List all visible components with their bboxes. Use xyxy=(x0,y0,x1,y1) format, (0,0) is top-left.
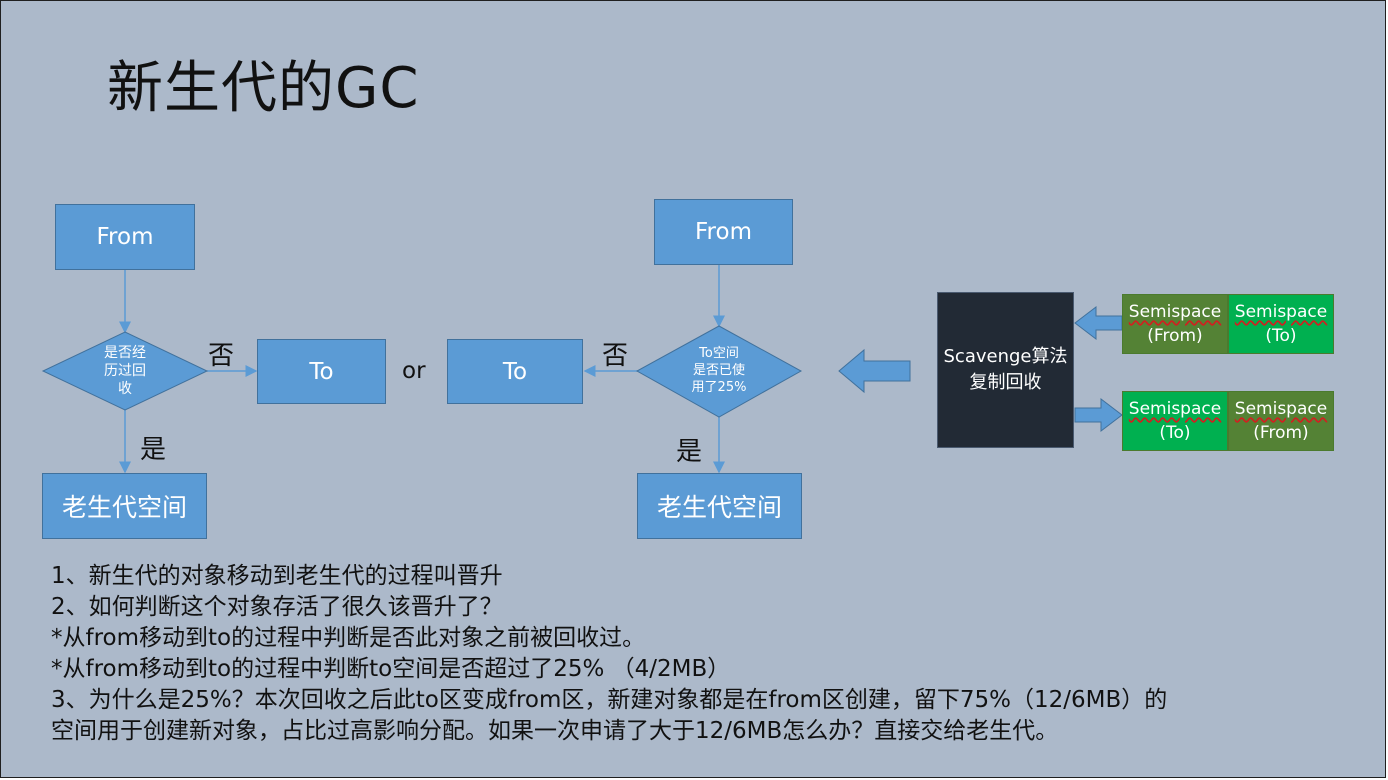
semispace-name: Semispace xyxy=(1234,399,1328,419)
block-arrow-left xyxy=(838,348,911,394)
slide-title: 新生代的GC xyxy=(107,56,420,121)
notes-block: 1、新生代的对象移动到老生代的过程叫晋升 2、如何判断这个对象存活了很久该晋升了… xyxy=(51,561,1331,747)
left-to-box: To xyxy=(257,339,386,404)
note-line: 1、新生代的对象移动到老生代的过程叫晋升 xyxy=(51,563,503,589)
block-arrow-semispace-out xyxy=(1074,397,1123,433)
decision-diamond-right xyxy=(635,325,803,418)
or-label: or xyxy=(402,358,426,384)
semispace-top-to: Semispace (To) xyxy=(1228,294,1334,354)
semispace-name: Semispace xyxy=(1234,302,1328,322)
left-from-label: From xyxy=(96,224,154,250)
semispace-role: (To) xyxy=(1265,326,1297,346)
left-yes-label: 是 xyxy=(140,435,167,465)
semispace-top-from: Semispace (From) xyxy=(1122,294,1228,354)
left-no-label: 否 xyxy=(208,341,235,371)
semispace-name: Semispace xyxy=(1128,399,1222,419)
right-old-space-box: 老生代空间 xyxy=(637,473,802,539)
right-from-label: From xyxy=(695,219,752,245)
note-line: 空间用于创建新对象，占比过高影响分配。如果一次申请了大于12/6MB怎么办？直接… xyxy=(51,718,1059,744)
left-to-label: To xyxy=(309,358,334,385)
semispace-role: (From) xyxy=(1253,423,1309,443)
note-line: *从from移动到to的过程中判断to空间是否超过了25% （4/2MB） xyxy=(51,656,731,682)
right-to-label: To xyxy=(502,358,528,385)
left-decision-label: 是否经 历过回 收 xyxy=(104,345,146,397)
left-old-space-box: 老生代空间 xyxy=(42,473,207,539)
semispace-role: (To) xyxy=(1159,423,1191,443)
note-line: 2、如何判断这个对象存活了很久该晋升了？ xyxy=(51,594,503,620)
block-arrow-semispace-in xyxy=(1074,305,1123,341)
right-to-box: To xyxy=(447,339,583,404)
semispace-name: Semispace xyxy=(1128,302,1222,322)
semispace-role: (From) xyxy=(1147,326,1203,346)
note-line: *从from移动到to的过程中判断是否此对象之前被回收过。 xyxy=(51,625,646,651)
right-no-label: 否 xyxy=(602,341,629,371)
left-from-box: From xyxy=(55,204,195,270)
semispace-bottom-from: Semispace (From) xyxy=(1228,391,1334,451)
right-from-box: From xyxy=(654,199,793,265)
left-old-space-label: 老生代空间 xyxy=(61,493,187,522)
right-decision-label: To空间 是否已使 用了25% xyxy=(691,346,747,395)
scavenge-line1: Scavenge算法 xyxy=(943,346,1068,367)
scavenge-box: Scavenge算法 复制回收 xyxy=(937,292,1074,448)
scavenge-line2: 复制回收 xyxy=(969,372,1042,393)
decision-diamond-left xyxy=(41,331,209,411)
semispace-bottom-to: Semispace (To) xyxy=(1122,391,1228,451)
note-line: 3、为什么是25%？本次回收之后此to区变成from区，新建对象都是在from区… xyxy=(51,687,1168,713)
right-old-space-label: 老生代空间 xyxy=(656,493,782,522)
right-yes-label: 是 xyxy=(676,437,703,467)
